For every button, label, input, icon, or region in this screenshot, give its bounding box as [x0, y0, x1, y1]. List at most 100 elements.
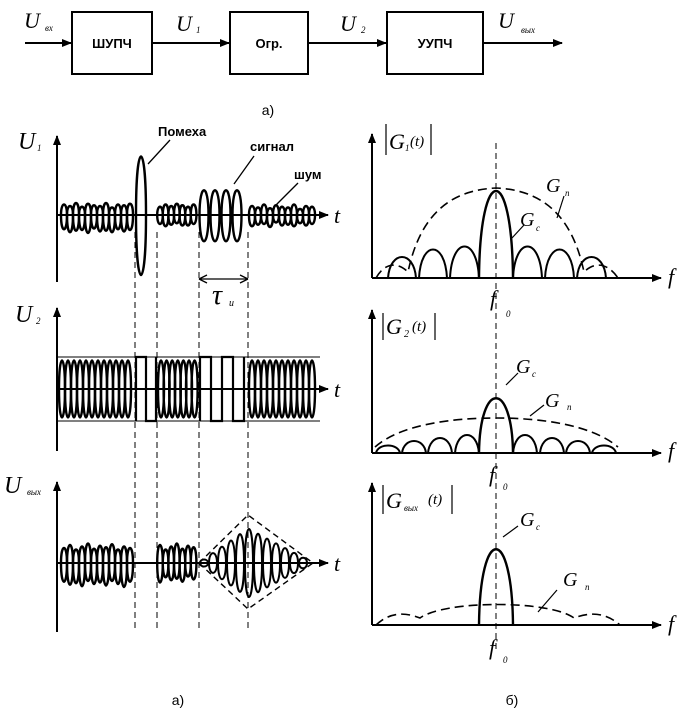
pulse-width-label: τ [212, 280, 223, 311]
spec3-gc-pointer [502, 525, 519, 538]
spec1-curves [375, 187, 619, 279]
row2-x-label: t [334, 377, 341, 402]
time-plots-caption: а) [172, 692, 184, 708]
spec1-side-lobe [418, 248, 448, 279]
spec2-side-lobe [591, 444, 617, 454]
input-signal-label: U [24, 8, 42, 33]
row1-y-sub: 1 [37, 143, 42, 153]
spec2-gc-label: G [516, 356, 531, 378]
spec2-gc-sub: c [532, 369, 536, 379]
row3-signal-cycle [208, 552, 219, 574]
spec1-side-lobe [449, 245, 480, 279]
spec2-side-lobe [565, 440, 591, 454]
output-signal-sub: вых [521, 25, 535, 35]
row1-noise-cycle [125, 202, 135, 232]
row1-waveform [59, 155, 317, 277]
spec1-title-arg: (t) [410, 134, 424, 150]
spec2-curves [374, 397, 619, 454]
spec2-x-label: f [668, 438, 677, 463]
spec3-gn-label: G [563, 569, 578, 591]
spec2-title-sub: 2 [404, 329, 409, 340]
signal-u2-sub: 2 [361, 25, 366, 35]
row2-limited-interference [134, 355, 158, 423]
spec1-noise-envelope [375, 187, 619, 279]
spec1-gc-pointer [511, 224, 525, 239]
row3-waveform [59, 528, 309, 598]
spectrum-plots-caption: б) [506, 692, 519, 708]
row3-signal-cycle [253, 532, 264, 594]
row3-signal-cycle [244, 528, 255, 598]
spec1-title-sub: 1 [405, 143, 410, 153]
row2-limited-cycle [123, 359, 133, 419]
row3-signal-cycle [235, 533, 246, 593]
spec2-side-lobe [401, 440, 427, 454]
pointer-noise [275, 182, 299, 206]
row3-signal-cycle [280, 547, 291, 579]
row3-y-sub: вых [27, 487, 41, 497]
row3-signal-cycle [217, 545, 228, 581]
noise-annotation: шум [294, 167, 322, 182]
pulse-width-sub: и [229, 298, 234, 309]
block-uupch [386, 11, 484, 75]
row1-interference-pulse [134, 155, 148, 277]
spec1-gc-sub: c [536, 223, 540, 233]
spec2-gc-pointer [505, 372, 519, 386]
row3-signal-cycle [289, 551, 300, 575]
spec3-gc-label: G [520, 509, 535, 531]
spec3-title: G [386, 488, 402, 513]
spec2-gn-label: G [545, 390, 560, 412]
interference-label: Помеха [158, 124, 207, 139]
spectrum-plots [368, 133, 662, 650]
block-diagram-caption: а) [262, 102, 274, 118]
row2-limited-cycle [307, 359, 317, 419]
spectrum-labels: G 1 (t) G п G c f f 0 G 2 (t) G c G п f … [382, 124, 677, 708]
block-shupch-label: ШУПЧ [92, 36, 132, 51]
spec3-x-label: f [668, 611, 677, 636]
time-plot-labels: U 1 t U 2 t U вых t Помеха сигнал шум τ … [4, 124, 341, 708]
block-uupch-label: УУПЧ [418, 36, 453, 51]
spec1-side-lobe [512, 245, 543, 279]
block-limiter-label: Огр. [255, 36, 282, 51]
row3-y-label: U [4, 473, 23, 499]
input-signal-sub: вх [45, 23, 53, 33]
row1-x-label: t [334, 203, 341, 228]
spec1-f0-sub: 0 [506, 309, 511, 319]
spec1-side-lobe [576, 256, 607, 279]
spec3-title-arg: (t) [428, 492, 442, 508]
row3-signal-cycle [226, 539, 237, 587]
row3-noise-cycle [125, 546, 135, 583]
row2-y-sub: 2 [36, 316, 41, 326]
spec1-gc-label: G [520, 209, 535, 231]
spec3-f0-label: f [489, 635, 498, 660]
spec2-side-lobe [512, 434, 538, 454]
block-diagram: ШУПЧ Огр. УУПЧ U вх U 1 U 2 U вых а) [24, 8, 563, 118]
row3-envelope [197, 514, 315, 610]
spec1-side-lobe [544, 248, 575, 279]
row3-signal-cycle [262, 537, 273, 589]
spec2-side-lobe [375, 444, 401, 454]
spec1-x-label: f [668, 264, 677, 289]
time-domain-plots [53, 135, 329, 632]
spec1-signal-main-lobe [477, 190, 515, 279]
row2-y-label: U [15, 302, 34, 328]
row3-x-label: t [334, 551, 341, 576]
pulse-width-arrowheads [198, 274, 249, 284]
row1-signal-cycle [198, 189, 210, 243]
signal-u1-sub: 1 [196, 25, 201, 35]
spec2-side-lobe [454, 434, 480, 454]
spec2-title: G [386, 314, 402, 339]
row1-signal-cycle [231, 189, 243, 243]
spec2-signal-main-lobe [477, 397, 515, 454]
spec3-gc-sub: c [536, 522, 540, 532]
signal-u2-label: U [340, 11, 358, 36]
signal-u1-label: U [176, 11, 194, 36]
spec3-signal-main-lobe [477, 548, 515, 626]
spec2-gn-sub: п [567, 402, 572, 412]
spec1-side-lobe [387, 256, 417, 279]
row2-clip-edges [57, 356, 320, 422]
spec2-title-arg: (t) [412, 319, 426, 335]
signal-annotation: сигнал [250, 139, 294, 154]
spec1-gn-sub: п [565, 188, 570, 198]
row1-noise-cycle [189, 203, 198, 226]
